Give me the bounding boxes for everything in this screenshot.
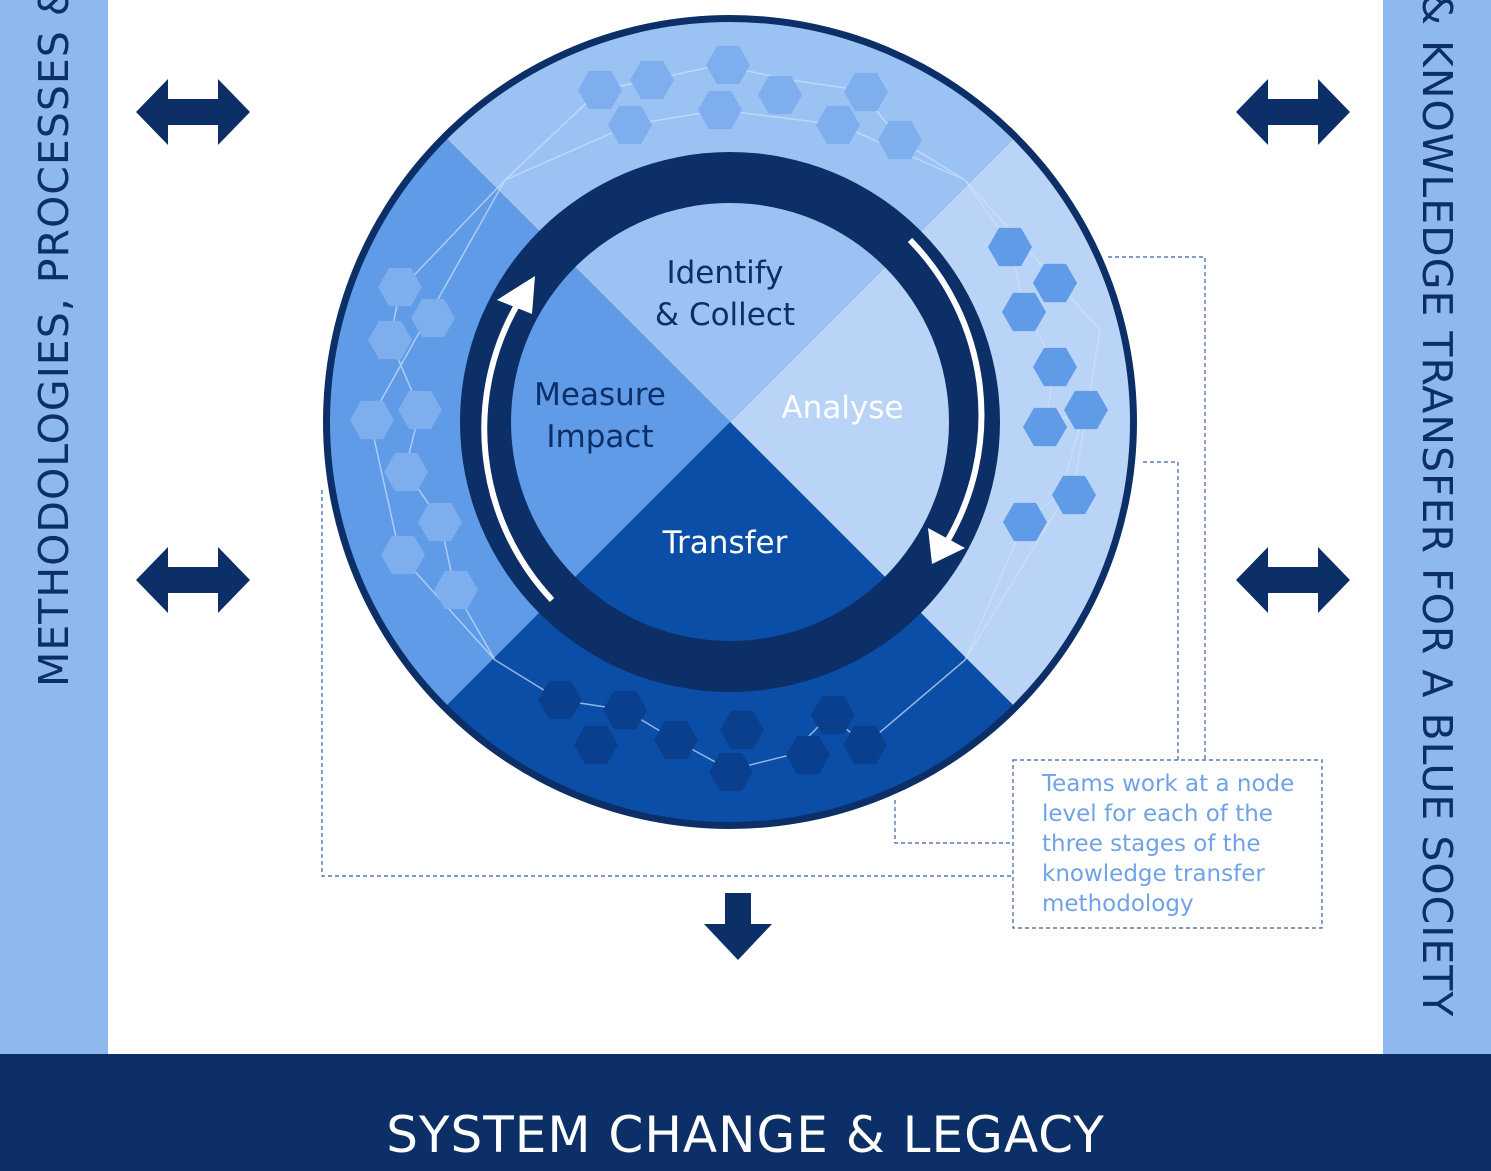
inner-quadrants xyxy=(511,203,949,641)
double-arrow-left-bottom xyxy=(136,547,250,613)
footer-bar xyxy=(0,1054,1491,1171)
network-nodes xyxy=(350,45,1108,792)
stage-label-transfer: Transfer xyxy=(662,525,788,561)
hexagon-node xyxy=(578,70,622,110)
left-side-band xyxy=(0,0,108,1054)
hexagon-node xyxy=(1052,475,1096,515)
hexagon-node xyxy=(654,720,698,760)
connector-left xyxy=(321,490,1013,877)
hexagon-node xyxy=(603,690,647,730)
stage-label-analyse: Analyse xyxy=(781,390,904,426)
hexagon-node xyxy=(1002,292,1046,332)
note-box xyxy=(1012,759,1323,929)
quadrant-transfer xyxy=(511,422,949,641)
stage-label-measure: Measure Impact xyxy=(534,377,666,455)
hexagon-node xyxy=(434,570,478,610)
dashed-connectors xyxy=(321,256,1323,929)
double-arrow-left-top xyxy=(136,79,250,145)
quadrant-measure xyxy=(511,203,730,641)
hexagon-node xyxy=(1003,502,1047,542)
right-side-band xyxy=(1383,0,1491,1054)
stage-label-identify: Identify & Collect xyxy=(654,255,796,333)
cycle-diagram xyxy=(136,15,1350,960)
connector-middle xyxy=(1143,461,1179,760)
hexagon-node xyxy=(381,535,425,575)
hexagon-node xyxy=(706,45,750,85)
hexagon-node xyxy=(630,60,674,100)
node-level-note: Teams work at a node level for each of t… xyxy=(1042,771,1295,917)
hexagon-node xyxy=(368,320,412,360)
hexagon-node xyxy=(1064,390,1108,430)
hexagon-node xyxy=(709,752,753,792)
hexagon-node xyxy=(378,267,422,307)
arrow-measure-path xyxy=(481,298,555,603)
hexagon-node xyxy=(758,75,802,115)
quadrant-analyse xyxy=(730,203,949,641)
hexagon-node xyxy=(1033,347,1077,387)
hexagon-node xyxy=(398,390,442,430)
arrow-measure-head xyxy=(497,276,535,314)
double-arrow-right-top xyxy=(1236,79,1350,145)
hexagon-node xyxy=(1033,263,1077,303)
hexagon-node xyxy=(608,105,652,145)
hexagon-node xyxy=(878,120,922,160)
hexagon-node xyxy=(786,735,830,775)
hexagon-node xyxy=(811,695,855,735)
arrow-analyse-path xyxy=(907,237,985,547)
hexagon-node xyxy=(384,452,428,492)
hexagon-node xyxy=(816,105,860,145)
connector-bottom xyxy=(894,800,1013,844)
hexagon-node xyxy=(843,725,887,765)
footer-title: SYSTEM CHANGE & LEGACY xyxy=(386,1106,1105,1164)
hexagon-node xyxy=(574,725,618,765)
down-arrow xyxy=(704,893,772,960)
hexagon-node xyxy=(418,502,462,542)
hexagon-node xyxy=(350,400,394,440)
quadrant-identify xyxy=(511,203,949,422)
hexagon-node xyxy=(844,72,888,112)
hexagon-node xyxy=(988,227,1032,267)
double-arrow-right-bottom xyxy=(1236,547,1350,613)
hexagon-node xyxy=(411,298,455,338)
hexagon-node xyxy=(1023,407,1067,447)
hexagon-node xyxy=(538,680,582,720)
hexagon-node xyxy=(698,90,742,130)
arrow-analyse-head xyxy=(928,528,965,564)
hexagon-node xyxy=(720,710,764,750)
